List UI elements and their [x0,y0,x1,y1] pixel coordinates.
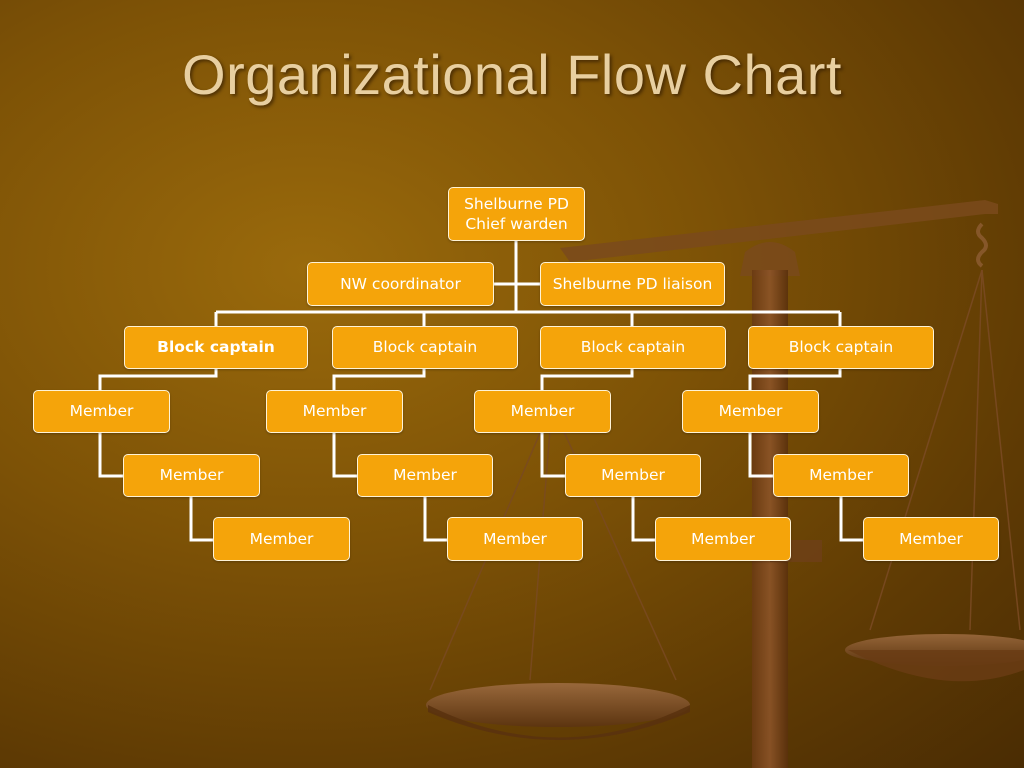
org-node-member[interactable]: Member [565,454,701,497]
org-node-block-captain-2[interactable]: Block captain [332,326,518,369]
member-label: Member [510,402,575,421]
org-node-member[interactable]: Member [33,390,170,433]
org-node-member[interactable]: Member [447,517,583,561]
member-label: Member [159,466,224,485]
org-node-member[interactable]: Member [357,454,493,497]
org-node-member[interactable]: Member [655,517,791,561]
pd-liaison-label: Shelburne PD liaison [552,274,713,293]
member-label: Member [483,529,547,548]
org-node-nw-coordinator[interactable]: NW coordinator [307,262,494,306]
member-label: Member [249,529,314,548]
org-node-member[interactable]: Member [474,390,611,433]
member-label: Member [69,402,134,421]
chief-warden-org-label: Shelburne PD [464,194,569,213]
org-node-member[interactable]: Member [266,390,403,433]
chief-warden-role-label: Chief warden [465,215,568,233]
org-node-block-captain-3[interactable]: Block captain [540,326,726,369]
org-node-chief-warden[interactable]: Shelburne PD Chief warden [448,187,585,241]
block-captain-label: Block captain [372,338,478,357]
org-node-block-captain-1[interactable]: Block captain [124,326,308,369]
member-label: Member [691,529,755,548]
block-captain-label: Block captain [788,338,894,357]
slide-title: Organizational Flow Chart [182,43,842,106]
member-label: Member [718,402,783,421]
org-node-member[interactable]: Member [682,390,819,433]
org-node-pd-liaison[interactable]: Shelburne PD liaison [540,262,725,306]
member-label: Member [899,529,963,548]
org-node-member[interactable]: Member [863,517,999,561]
member-label: Member [809,466,873,485]
nw-coordinator-label: NW coordinator [340,274,461,293]
member-label: Member [302,402,367,421]
org-node-member[interactable]: Member [123,454,260,497]
block-captain-label: Block captain [157,338,275,357]
org-node-block-captain-4[interactable]: Block captain [748,326,934,369]
member-label: Member [393,466,457,485]
block-captain-label: Block captain [580,338,686,357]
org-node-member[interactable]: Member [213,517,350,561]
org-node-member[interactable]: Member [773,454,909,497]
member-label: Member [601,466,665,485]
